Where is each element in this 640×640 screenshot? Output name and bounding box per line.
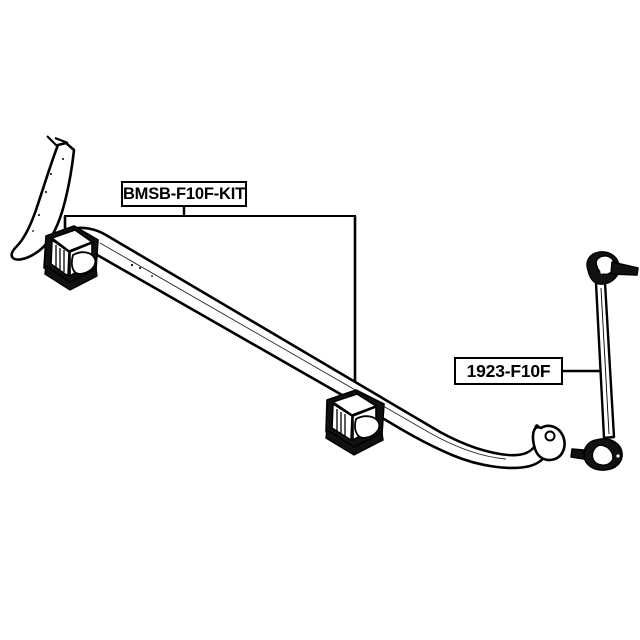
link-lower-stud — [570, 448, 585, 460]
stabilizer-bar — [60, 226, 558, 470]
center-bracket-foot — [325, 428, 384, 456]
left-bracket-bore — [70, 251, 97, 275]
left-arm-tip-split — [46, 135, 58, 147]
left-arm-tip-edge — [54, 136, 69, 145]
bar-speckle-3 — [151, 275, 153, 277]
callout-label-stabilizer-link[interactable]: 1923-F10F — [454, 357, 563, 385]
left-bracket-top-face — [51, 229, 93, 252]
left-arm-body — [10, 141, 76, 261]
left-arm-speckle-2 — [45, 191, 47, 193]
left-arm-speckle-3 — [38, 214, 40, 216]
link-upper-pivot-dot — [600, 270, 604, 274]
left-arm-speckle-4 — [32, 230, 34, 232]
leader-lines — [63, 207, 601, 401]
bar-speckle-2 — [139, 267, 141, 269]
link-lower-housing-highlight — [591, 444, 614, 466]
link-lower-ball-joint — [570, 438, 623, 471]
bar-speckle-1 — [130, 263, 134, 267]
link-upper-stud — [610, 261, 639, 276]
center-bracket-top-face — [332, 393, 377, 416]
center-bracket-ribs — [336, 409, 346, 436]
right-eyelet-outline — [531, 424, 566, 462]
stabilizer-bar-right-eyelet — [531, 424, 566, 462]
left-arm-speckle-1 — [50, 173, 52, 175]
left-bracket-ribs — [55, 245, 65, 272]
stabilizer-bar-seam — [99, 242, 507, 460]
callout-1923-text: 1923-F10F — [466, 360, 551, 381]
stabilizer-link — [570, 251, 639, 471]
left-bracket-foot — [44, 264, 98, 291]
center-bushing-bracket — [325, 389, 385, 456]
callout-label-bushing-kit[interactable]: BMSB-F10F-KIT — [121, 181, 247, 207]
stabilizer-bar-left-arm — [10, 135, 76, 261]
center-bracket-bore — [354, 415, 381, 439]
left-bushing-bracket — [43, 225, 99, 291]
link-lower-pivot-dot — [616, 454, 620, 458]
right-eyelet-hole — [544, 430, 556, 442]
callout-bmsb-text: BMSB-F10F-KIT — [122, 184, 246, 203]
left-arm-speckle-5 — [62, 158, 64, 160]
link-upper-ball-joint — [586, 251, 639, 285]
link-shaft-seam — [600, 287, 610, 435]
